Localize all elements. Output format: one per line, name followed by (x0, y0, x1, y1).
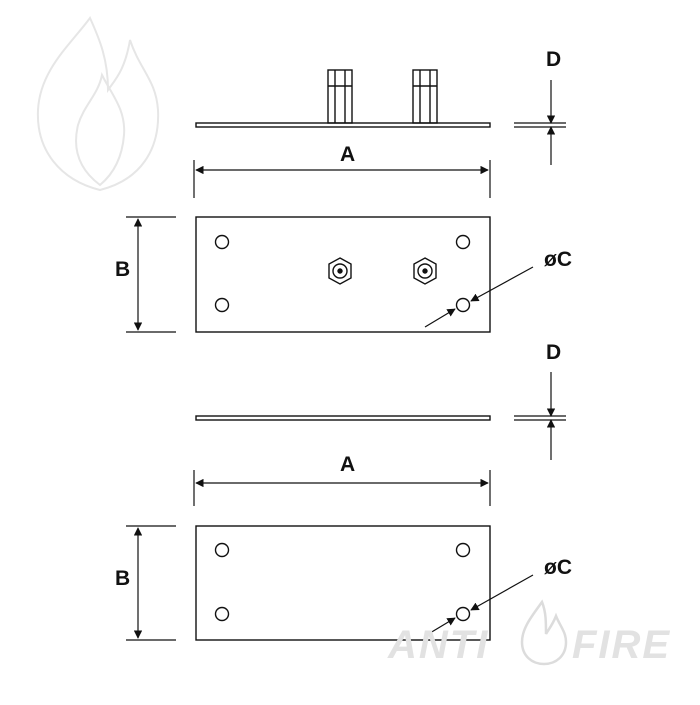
plate-outline (195, 216, 491, 333)
mount-hole (455, 606, 471, 622)
stud-right (412, 69, 438, 124)
label-d-top: D (546, 48, 561, 71)
label-b-top: B (115, 258, 130, 281)
label-c-top: øC (544, 248, 572, 271)
dimension-b-top (126, 216, 176, 333)
dimension-a-top (193, 160, 491, 198)
mount-hole (455, 542, 471, 558)
mount-hole (455, 234, 471, 250)
mount-hole (214, 606, 230, 622)
label-a-bottom: A (340, 453, 355, 476)
label-d-bottom: D (546, 341, 561, 364)
top-plan-view (195, 216, 491, 333)
dimension-c-bottom (424, 574, 534, 637)
watermark-left: ANTI (387, 623, 489, 667)
dimension-a-bottom (193, 470, 491, 506)
top-side-view (195, 69, 491, 128)
mount-hole (455, 297, 471, 313)
mount-hole (214, 542, 230, 558)
label-a-top: A (340, 143, 355, 166)
stud-nut-left (328, 257, 352, 285)
dimension-d-top (514, 80, 566, 165)
dimension-d-bottom (514, 372, 566, 460)
stud-nut-right (413, 257, 437, 285)
plate-profile (195, 415, 491, 421)
watermark-flame-icon (520, 599, 568, 666)
stud-left (327, 69, 353, 124)
plate-outline (195, 525, 491, 641)
dimension-c-top (424, 266, 534, 328)
label-b-bottom: B (115, 567, 130, 590)
flame-logo-icon (36, 16, 160, 192)
bottom-side-view (195, 415, 491, 421)
mount-hole (214, 297, 230, 313)
bottom-plan-view (195, 525, 491, 641)
dimension-b-bottom (126, 525, 176, 641)
mount-hole (214, 234, 230, 250)
watermark-right: FIRE (572, 623, 671, 667)
label-c-bottom: øC (544, 556, 572, 579)
anti-fire-watermark: ANTI FIRE (387, 599, 671, 667)
